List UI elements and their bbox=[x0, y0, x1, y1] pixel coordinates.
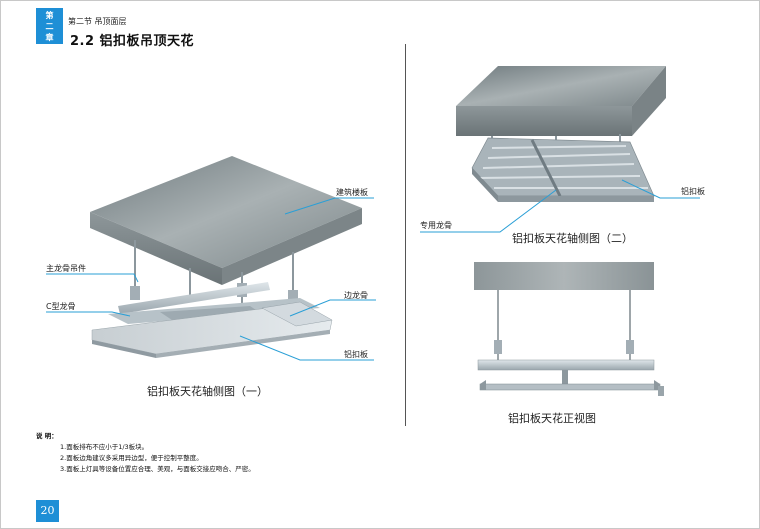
slab-right-side bbox=[632, 66, 666, 136]
chapter-tab: 第 二 章 bbox=[36, 8, 63, 44]
leader-panel bbox=[239, 335, 374, 361]
diagram3-caption: 铝扣板天花正视图 bbox=[508, 412, 596, 425]
callout-special-keel: 专用龙骨 bbox=[420, 221, 452, 230]
leader-hanger bbox=[46, 273, 139, 283]
column-divider bbox=[405, 44, 406, 426]
page-title: 2.2 铝扣板吊顶天花 bbox=[70, 34, 195, 49]
callout-panel-2: 铝扣板 bbox=[681, 187, 705, 196]
callout-edge-keel: 边龙骨 bbox=[344, 291, 368, 300]
special-keel bbox=[530, 139, 562, 197]
leader-panel bbox=[621, 179, 700, 199]
notes-heading: 说 明： bbox=[36, 432, 58, 440]
leader-c-keel bbox=[46, 311, 131, 317]
slab-top bbox=[90, 156, 362, 268]
chapter-tab-char: 二 bbox=[45, 22, 54, 31]
slab-left-side bbox=[90, 212, 222, 285]
main-keel bbox=[118, 282, 270, 314]
page-number: 20 bbox=[36, 500, 59, 522]
diagram2-axonometric bbox=[420, 66, 700, 233]
slab-front bbox=[456, 106, 632, 136]
callout-hanger: 主龙骨吊件 bbox=[46, 264, 86, 273]
leader-special-keel bbox=[420, 189, 557, 233]
edge-keel bbox=[658, 386, 664, 396]
chapter-tab-char: 章 bbox=[45, 33, 54, 42]
callout-panel: 铝扣板 bbox=[344, 350, 368, 359]
main-keel bbox=[477, 359, 655, 371]
leader-edge-keel bbox=[289, 299, 376, 317]
callout-slab: 建筑楼板 bbox=[336, 188, 368, 197]
slab-top bbox=[456, 66, 666, 106]
section-subtitle: 第二节 吊顶面层 bbox=[68, 17, 127, 26]
ceiling-panel bbox=[479, 383, 661, 391]
note-item: 1.面板排布不应小于1/3板块。 bbox=[60, 443, 149, 451]
chapter-tab-char: 第 bbox=[45, 11, 54, 20]
edge-keel bbox=[261, 301, 333, 327]
slab-right-side bbox=[222, 208, 362, 285]
callout-c-keel: C型龙骨 bbox=[46, 302, 76, 311]
diagram2-caption: 铝扣板天花轴侧图（二） bbox=[512, 232, 633, 245]
diagram3-front-view bbox=[474, 262, 664, 396]
note-item: 3.面板上灯具等设备位置应合理、美观，与面板交接应吻合、严密。 bbox=[60, 465, 255, 473]
diagram1-axonometric bbox=[46, 156, 376, 361]
diagram1-caption: 铝扣板天花轴侧图（一） bbox=[147, 385, 268, 398]
notes: 说 明： 1.面板排布不应小于1/3板块。 2.面板边角建议多采用异边型，便于控… bbox=[36, 431, 255, 475]
leader-slab bbox=[284, 197, 374, 215]
slab-front bbox=[474, 262, 654, 290]
note-item: 2.面板边角建议多采用异边型，便于控制平整度。 bbox=[60, 454, 203, 462]
